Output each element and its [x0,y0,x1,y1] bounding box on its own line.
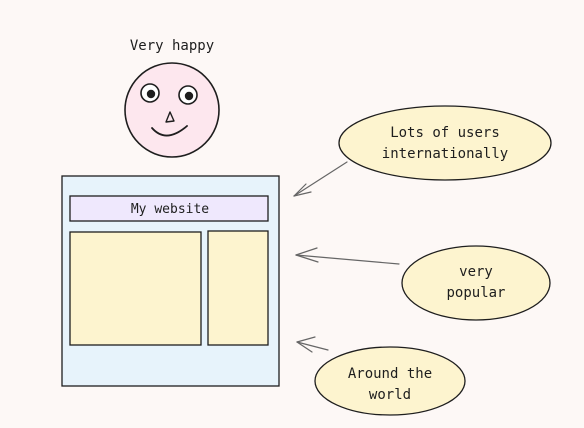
bubble-3-shape [314,346,466,416]
arrow-3-head-b [296,341,313,353]
bubble-2-line-2: popular [446,285,505,301]
face-head [124,62,220,158]
bubble-1-line-1: Lots of users [390,125,500,141]
bubble-3-line-2: world [369,387,411,403]
bubble-3-line-1: Around the [348,366,432,382]
arrow-3-head-a [296,336,316,343]
smiley-face: Very happy [124,38,220,158]
bubble-lots-of-users: Lots of users internationally [338,105,552,181]
website-title: My website [131,202,209,217]
left-pupil-icon [146,89,156,99]
website-main-panel [69,231,202,346]
arrow-2-shaft [295,254,400,265]
arrow-2 [295,247,400,265]
arrow-1-head-a [293,183,307,197]
nose-icon [165,111,175,123]
arrow-2-head-a [295,247,318,256]
bubble-1-line-2: internationally [382,146,508,162]
arrow-2-head-b [295,254,319,263]
website-side-panel [207,230,269,346]
bubble-around-the-world: Around the world [314,346,466,416]
bubble-2-shape [401,245,551,321]
face-caption: Very happy [130,38,214,54]
right-pupil-icon [184,91,194,101]
arrow-1 [293,161,348,197]
arrow-1-shaft [293,161,348,197]
bubble-1-shape [338,105,552,181]
website-wireframe: My website [61,175,280,387]
website-header [69,195,269,222]
smile-icon [151,125,188,137]
arrow-3-shaft [296,341,329,351]
arrow-3 [296,336,329,353]
bubble-2-line-1: very [459,264,493,280]
bubble-very-popular: very popular [401,245,551,321]
arrow-1-head-b [293,191,312,197]
